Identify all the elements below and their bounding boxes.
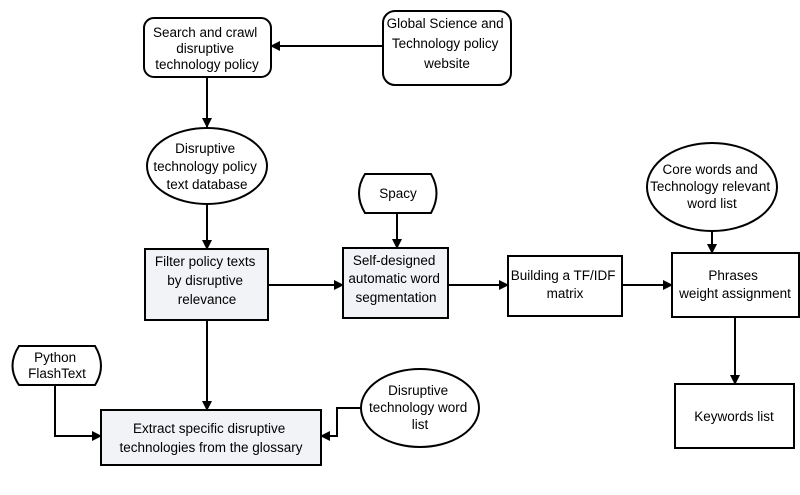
- node-disruptive-word-list: Disruptive technology word list: [360, 368, 480, 448]
- node-search-crawl-line-3: technology policy: [155, 57, 259, 72]
- svg-text:Disruptive technology po: Disruptive technology policy text databa…: [153, 141, 260, 192]
- svg-text:Keywords list: Keywords list: [694, 409, 774, 424]
- node-filter-texts: Filter policy texts by disruptive releva…: [144, 248, 269, 321]
- node-policy-database-line-3: text database: [166, 177, 247, 192]
- edge-flashtext-to-extract: [54, 385, 102, 441]
- node-keywords-list-line-1: Keywords list: [694, 409, 774, 424]
- node-disruptive-word-list-line-3: list: [412, 417, 429, 432]
- node-python-flashtext-line-2: FlashText: [28, 366, 86, 381]
- node-extract-technologies-line-2: technologies from the glossary: [119, 440, 302, 455]
- svg-text:Disruptive technology wo: Disruptive technology word list: [369, 383, 471, 432]
- node-extract-technologies: Extract specific disruptive technologies…: [100, 409, 322, 466]
- node-policy-database-line-1: Disruptive: [175, 141, 235, 156]
- node-word-segmentation-line-2: automatic word: [348, 271, 440, 286]
- node-filter-texts-line-1: Filter policy texts: [155, 254, 256, 269]
- node-search-crawl: Search and crawl disruptive technology p…: [143, 17, 272, 78]
- node-python-flashtext: Python FlashText: [11, 345, 102, 386]
- node-word-segmentation: Self-designed automatic word segmentatio…: [342, 247, 449, 319]
- node-disruptive-word-list-line-1: Disruptive: [388, 383, 448, 398]
- node-extract-technologies-line-1: Extract specific disruptive: [133, 421, 285, 436]
- node-search-crawl-line-1: Search and crawl: [153, 25, 257, 40]
- svg-text:Extract specific disruptive: Extract specific disruptive technologies…: [119, 421, 302, 455]
- node-filter-texts-line-2: by disruptive: [167, 273, 243, 288]
- node-filter-texts-line-3: relevance: [178, 292, 237, 307]
- svg-text:Global Science and Techn: Global Science and Technology policy web…: [387, 16, 508, 71]
- svg-text:Filter policy texts by d: Filter policy texts by disruptive releva…: [155, 254, 259, 307]
- svg-text:Python FlashText: Python FlashText: [28, 350, 86, 381]
- node-global-website-line-1: Global Science and: [387, 16, 504, 31]
- node-phrase-weight-line-1: Phrases: [708, 268, 758, 283]
- svg-text:Search and crawl disrupt: Search and crawl disruptive technology p…: [153, 25, 261, 72]
- node-phrase-weight: Phrases weight assignment: [671, 252, 800, 318]
- node-global-website-line-2: Technology policy: [392, 36, 499, 51]
- svg-text:Spacy: Spacy: [379, 186, 417, 201]
- edge-wordlist-to-extract: [320, 407, 361, 441]
- node-disruptive-word-list-line-2: technology word: [369, 400, 467, 415]
- node-policy-database: Disruptive technology policy text databa…: [146, 127, 268, 205]
- svg-text:Building a TF/IDF matrix: Building a TF/IDF matrix: [511, 268, 620, 301]
- node-policy-database-line-2: technology policy: [153, 159, 257, 174]
- node-tfidf-matrix: Building a TF/IDF matrix: [507, 255, 623, 317]
- node-global-website: Global Science and Technology policy web…: [382, 10, 512, 86]
- node-search-crawl-line-2: disruptive: [176, 41, 234, 56]
- svg-text:Core words and Technolog: Core words and Technology relevant word …: [650, 162, 774, 211]
- svg-text:Phrases weight assignmen: Phrases weight assignment: [678, 268, 791, 301]
- node-spacy-line-1: Spacy: [379, 186, 417, 201]
- node-core-words-line-3: word list: [686, 196, 737, 211]
- node-tfidf-matrix-line-2: matrix: [547, 286, 584, 301]
- node-word-segmentation-line-1: Self-designed: [353, 253, 436, 268]
- node-tfidf-matrix-line-1: Building a TF/IDF: [511, 268, 616, 283]
- node-python-flashtext-line-1: Python: [34, 350, 76, 365]
- node-keywords-list: Keywords list: [674, 383, 795, 449]
- node-core-words-line-2: Technology relevant: [650, 179, 770, 194]
- node-spacy: Spacy: [358, 173, 438, 214]
- edges: [54, 41, 740, 441]
- node-global-website-line-3: website: [423, 56, 470, 71]
- node-core-words: Core words and Technology relevant word …: [646, 142, 778, 232]
- node-phrase-weight-line-2: weight assignment: [678, 286, 791, 301]
- svg-text:Self-designed automatic: Self-designed automatic word segmentatio…: [348, 253, 443, 305]
- node-core-words-line-1: Core words and: [662, 162, 757, 177]
- node-word-segmentation-line-3: segmentation: [355, 290, 436, 305]
